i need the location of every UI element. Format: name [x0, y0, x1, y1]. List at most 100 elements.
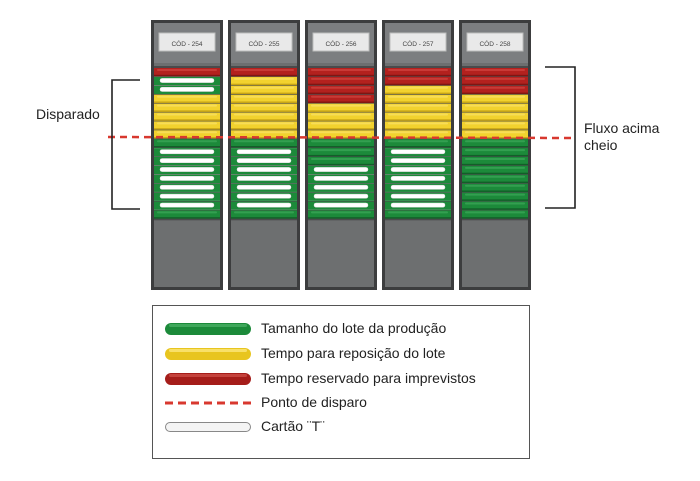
- card-highlight: [311, 122, 371, 125]
- card-shadow: [462, 217, 528, 219]
- card-shadow: [308, 128, 374, 130]
- card-highlight: [465, 211, 525, 214]
- card-highlight: [311, 113, 371, 116]
- card-highlight: [388, 211, 448, 214]
- card-yellow: [231, 103, 297, 112]
- card-t: [159, 193, 215, 199]
- card-t: [313, 184, 369, 190]
- card-shadow: [231, 83, 297, 86]
- card-shadow: [308, 92, 374, 94]
- card-shadow: [231, 146, 297, 148]
- card-t: [159, 78, 215, 83]
- legend-label: Ponto de disparo: [261, 394, 367, 410]
- card-yellow: [231, 130, 297, 139]
- card-red: [231, 68, 297, 77]
- card-t: [390, 202, 446, 208]
- trigger-point-line: [107, 135, 576, 140]
- card-yellow: [385, 130, 451, 139]
- card-highlight: [234, 122, 294, 125]
- card-highlight: [157, 211, 217, 214]
- column-code: CÓD - 254: [171, 39, 202, 48]
- card-shadow: [154, 101, 220, 103]
- legend-item-t-card: Cartão ¨T¨: [153, 416, 529, 438]
- card-shadow: [231, 110, 297, 112]
- yellow-card-icon: [165, 348, 251, 360]
- card-highlight: [311, 131, 371, 134]
- card-shadow: [154, 137, 220, 139]
- card-shadow: [308, 74, 374, 77]
- card-green: [308, 148, 374, 157]
- card-yellow: [154, 112, 220, 121]
- card-red: [308, 85, 374, 94]
- legend-label: Tempo reservado para imprevistos: [261, 370, 476, 386]
- card-shadow: [385, 119, 451, 121]
- code-label-plate: [466, 32, 524, 52]
- card-t: [159, 184, 215, 190]
- card-shadow: [231, 128, 297, 130]
- card-shadow: [308, 110, 374, 112]
- card-highlight: [388, 77, 448, 80]
- card-highlight: [311, 69, 371, 71]
- card-shadow: [154, 110, 220, 112]
- card-shadow: [385, 128, 451, 130]
- column-code: CÓD - 255: [248, 39, 279, 48]
- card-t: [390, 184, 446, 190]
- card-yellow: [231, 94, 297, 103]
- card-shadow: [385, 217, 451, 219]
- card-highlight: [465, 69, 525, 71]
- card-green: [154, 210, 220, 219]
- card-highlight: [157, 113, 217, 116]
- card-highlight: [465, 184, 525, 187]
- flow-label-line2: cheio: [584, 137, 618, 153]
- card-highlight: [388, 122, 448, 125]
- card-highlight: [465, 104, 525, 107]
- card-highlight: [234, 69, 294, 71]
- card-t: [236, 193, 292, 199]
- code-label-plate: [389, 32, 447, 52]
- card-green: [308, 157, 374, 166]
- card-highlight: [311, 95, 371, 98]
- kanban-column-2: CÓD - 255: [228, 20, 300, 290]
- card-red: [308, 76, 374, 86]
- card-highlight: [157, 140, 217, 143]
- card-shadow: [231, 74, 297, 77]
- card-highlight: [234, 113, 294, 116]
- card-t: [236, 184, 292, 190]
- card-highlight: [465, 131, 525, 134]
- card-t: [390, 193, 446, 199]
- card-shadow: [154, 74, 220, 77]
- card-highlight: [465, 113, 525, 116]
- card-highlight: [465, 149, 525, 152]
- right-bracket: [545, 66, 576, 209]
- card-t: [390, 176, 446, 181]
- green-card-icon: [165, 323, 251, 335]
- card-highlight: [388, 86, 448, 89]
- card-shadow: [385, 137, 451, 139]
- legend-item-contingency: Tempo reservado para imprevistos: [153, 368, 529, 390]
- card-highlight: [311, 104, 371, 107]
- code-label-plate: [235, 32, 293, 52]
- card-green: [462, 183, 528, 192]
- code-label-plate: [312, 32, 370, 52]
- card-highlight: [465, 140, 525, 143]
- card-yellow: [308, 112, 374, 121]
- card-shadow: [231, 101, 297, 103]
- card-shadow: [462, 146, 528, 148]
- card-yellow: [308, 130, 374, 139]
- card-highlight: [311, 77, 371, 80]
- card-shadow: [462, 181, 528, 183]
- card-green: [308, 139, 374, 148]
- card-yellow: [154, 94, 220, 103]
- card-t: [313, 167, 369, 172]
- card-shadow: [154, 146, 220, 148]
- card-shadow: [231, 119, 297, 121]
- card-red: [308, 94, 374, 103]
- card-shadow: [308, 83, 374, 86]
- card-shadow: [462, 83, 528, 86]
- column-code: CÓD - 256: [325, 39, 356, 48]
- card-green: [385, 139, 451, 148]
- kanban-column-3: CÓD - 256: [305, 20, 377, 290]
- card-t: [159, 202, 215, 208]
- card-shadow: [462, 110, 528, 112]
